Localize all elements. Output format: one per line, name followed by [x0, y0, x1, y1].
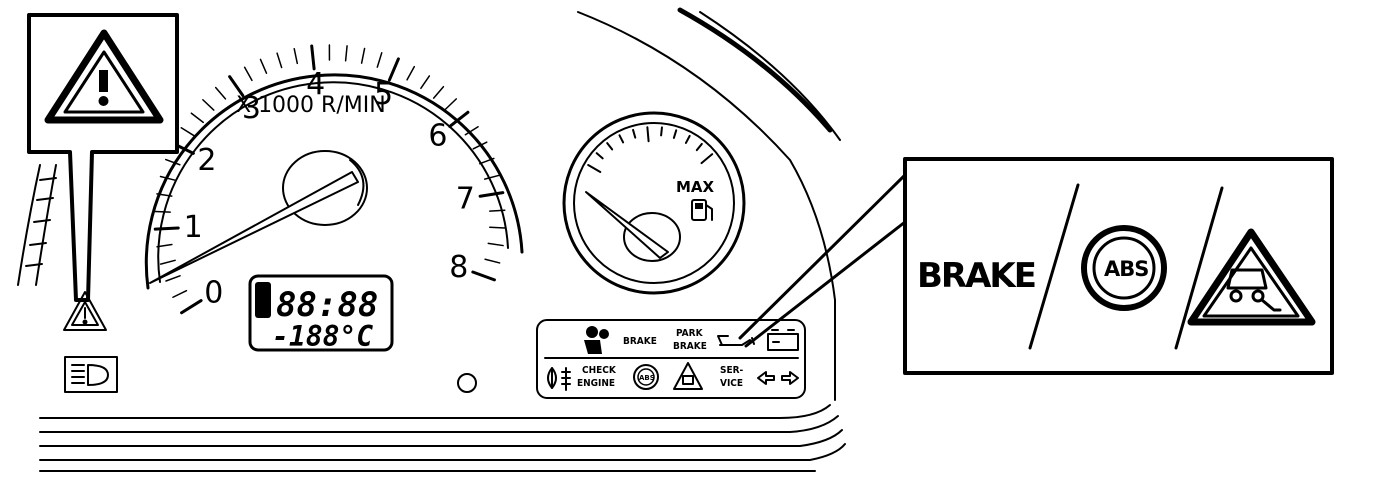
dashboard-lines — [40, 405, 845, 471]
tachometer-number: 2 — [197, 143, 216, 178]
tachometer-minor-tick — [173, 291, 186, 298]
tachometer-minor-tick — [362, 48, 365, 63]
lcd-time: 88:88 — [276, 285, 378, 325]
tachometer-number: 8 — [449, 250, 468, 285]
reset-knob — [458, 374, 476, 392]
tachometer-minor-tick — [407, 67, 414, 80]
fuel-gauge-tick — [674, 130, 676, 138]
headlight-icon — [65, 357, 117, 392]
fuel-gauge-tick — [633, 130, 635, 138]
lcd-temperature: -188°C — [272, 320, 373, 353]
fuel-gauge-tick — [588, 165, 600, 172]
panel-abs-label: ABS — [639, 374, 655, 382]
fuel-gauge-tick — [619, 135, 623, 142]
tachometer-minor-tick — [421, 76, 430, 88]
battery-icon — [768, 330, 798, 350]
tachometer-minor-tick — [490, 227, 505, 228]
tachometer-minor-tick — [346, 46, 347, 61]
tachometer-number: 1 — [184, 210, 203, 245]
fuel-gauge: MAX — [564, 113, 744, 293]
tachometer-number: 0 — [204, 276, 223, 311]
panel-check-engine-line1: CHECK — [582, 365, 617, 376]
tachometer-number: 6 — [428, 119, 447, 154]
tachometer-unit-label: X 1000 R/MIN — [236, 93, 386, 118]
tachometer-major-tick — [450, 112, 468, 126]
tachometer-minor-tick — [294, 49, 297, 64]
tachometer-minor-tick — [377, 53, 381, 67]
fuel-gauge-tick — [686, 136, 690, 143]
panel-brake-label: BRAKE — [623, 336, 657, 347]
panel-stability-icon — [674, 363, 702, 389]
fog-light-icon — [548, 368, 570, 390]
callout-abs-label: ABS — [1104, 257, 1148, 281]
tachometer-major-tick — [480, 193, 503, 197]
tachometer-minor-tick — [166, 276, 180, 281]
tachometer-minor-tick — [191, 113, 203, 122]
panel-park-brake-line1: PARK — [676, 328, 704, 339]
tachometer-minor-tick — [203, 100, 214, 110]
fuel-gauge-tick — [661, 127, 662, 135]
tachometer-minor-tick — [277, 53, 282, 67]
panel-check-engine-line2: ENGINE — [577, 378, 615, 389]
left-gauge-fragment — [18, 165, 56, 285]
fuel-pump-icon — [692, 200, 712, 220]
tachometer-minor-tick — [161, 260, 176, 264]
tachometer-minor-tick — [488, 243, 503, 245]
tachometer-minor-tick — [485, 175, 500, 179]
tachometer-number: 7 — [456, 182, 475, 217]
tachometer-major-tick — [473, 272, 495, 280]
tachometer-minor-tick — [216, 88, 226, 99]
fuel-gauge-tick — [647, 127, 648, 141]
housing-curves — [578, 10, 840, 400]
turn-signal-icon — [758, 372, 798, 384]
tachometer-major-tick — [182, 301, 202, 313]
fuel-gauge-tick — [697, 144, 702, 150]
tachometer-needle — [150, 172, 358, 283]
tachometer-major-tick — [155, 228, 178, 229]
lcd-display: 88:88 -188°C — [250, 276, 392, 353]
fuel-gauge-tick — [701, 154, 712, 163]
panel-abs-icon: ABS — [634, 365, 658, 389]
panel-service-line2: VICE — [720, 378, 743, 389]
fuel-gauge-tick — [597, 153, 603, 158]
airbag-icon — [584, 326, 609, 354]
hazard-callout — [29, 15, 177, 300]
fuel-gauge-tick — [607, 143, 612, 149]
fuel-max-label: MAX — [676, 178, 715, 196]
tachometer-minor-tick — [155, 211, 170, 212]
panel-park-brake-line2: BRAKE — [673, 341, 707, 352]
panel-service-line1: SER- — [720, 365, 744, 376]
tachometer-minor-tick — [445, 99, 456, 109]
tachometer-minor-tick — [434, 87, 444, 98]
tachometer-minor-tick — [245, 67, 252, 80]
callout-brake-label: BRAKE — [917, 256, 1035, 296]
tachometer-minor-tick — [490, 210, 505, 211]
tachometer-minor-tick — [260, 59, 266, 73]
fuel-gauge-hub — [624, 213, 680, 261]
tachometer-minor-tick — [485, 259, 500, 263]
tachometer-minor-tick — [181, 128, 194, 136]
tachometer-major-tick — [312, 46, 314, 69]
